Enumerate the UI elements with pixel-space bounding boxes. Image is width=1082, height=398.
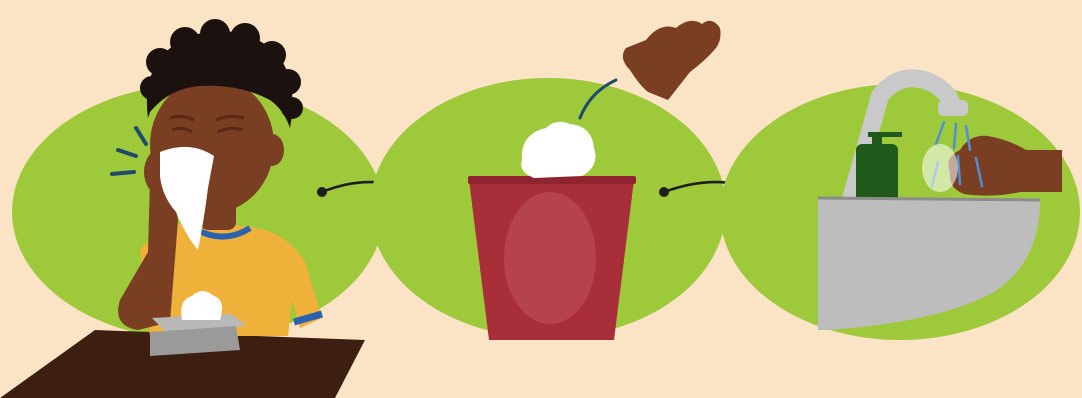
faucet-nozzle <box>938 100 968 116</box>
sink-rim <box>818 198 1040 200</box>
bin-sheen <box>504 192 596 324</box>
splash <box>922 144 958 192</box>
ear <box>260 134 284 166</box>
trash-bin-icon <box>468 176 636 340</box>
